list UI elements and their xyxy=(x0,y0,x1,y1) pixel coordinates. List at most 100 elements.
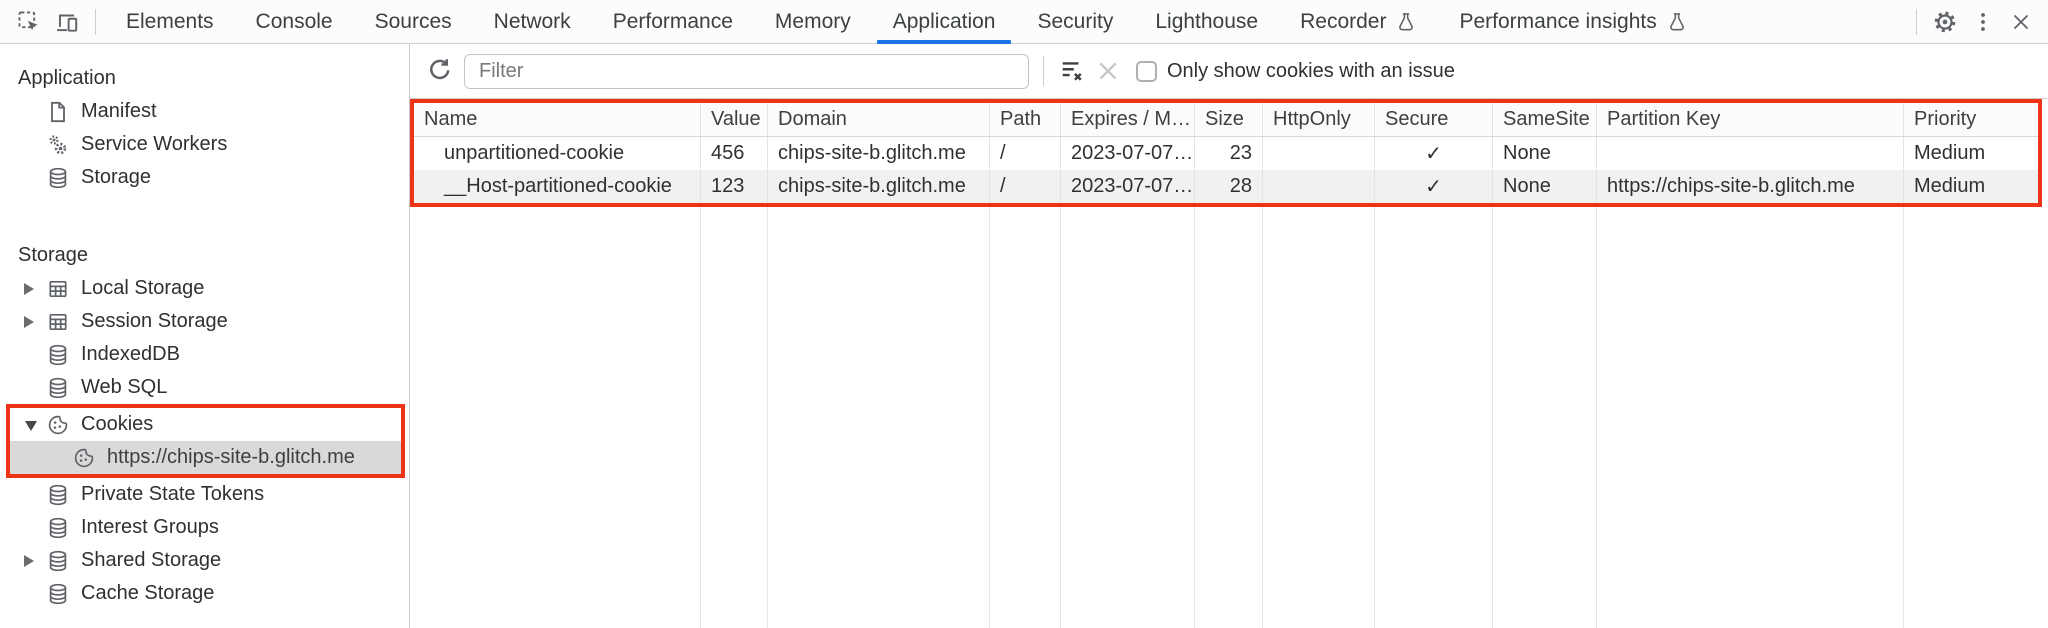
tab-memory[interactable]: Memory xyxy=(774,9,851,33)
database-icon xyxy=(46,582,70,606)
tab-performance[interactable]: Performance xyxy=(612,9,733,33)
cell-samesite: None xyxy=(1493,137,1597,170)
tab-performance-insights[interactable]: Performance insights xyxy=(1438,0,1708,44)
sidebar-item-shared-storage[interactable]: Shared Storage xyxy=(0,544,409,577)
only-issue-label[interactable]: Only show cookies with an issue xyxy=(1167,59,1455,82)
column-header-priority[interactable]: Priority xyxy=(1914,108,1977,130)
delete-icon xyxy=(1094,57,1122,85)
column-header-size[interactable]: Size xyxy=(1195,103,1263,136)
refresh-button[interactable] xyxy=(422,53,458,89)
sidebar-item-session-storage[interactable]: Session Storage xyxy=(0,305,409,338)
column-header-name[interactable]: Name xyxy=(414,103,701,136)
expander-expanded-icon[interactable] xyxy=(25,420,37,431)
close-devtools-button[interactable] xyxy=(2002,3,2040,41)
close-icon xyxy=(2009,10,2033,34)
sidebar-item-local-storage[interactable]: Local Storage xyxy=(0,272,409,305)
gear-icon xyxy=(1931,8,1959,36)
cookies-panel: Only show cookies with an issue Name Val… xyxy=(410,44,2048,628)
device-toolbar-icon xyxy=(54,9,80,35)
kebab-menu-icon xyxy=(1971,10,1995,34)
sidebar-item-service-workers[interactable]: Service Workers xyxy=(0,128,409,161)
cell-domain: chips-site-b.glitch.me xyxy=(768,137,990,170)
sidebar-item-storage[interactable]: Storage xyxy=(0,161,409,194)
tab-console[interactable]: Console xyxy=(255,9,333,33)
table-row[interactable]: unpartitioned-cookie 456 chips-site-b.gl… xyxy=(414,137,2038,170)
inspect-icon xyxy=(16,9,42,35)
tab-recorder[interactable]: Recorder xyxy=(1279,0,1438,44)
cell-expires: 2023-07-07… xyxy=(1061,170,1195,203)
cell-httponly xyxy=(1263,170,1375,203)
expander-collapsed-icon[interactable] xyxy=(24,554,34,567)
devtools-tabbar: Elements Console Sources Network Perform… xyxy=(0,0,2048,44)
sidebar-item-interest-groups[interactable]: Interest Groups xyxy=(0,511,409,544)
sidebar-item-indexeddb[interactable]: IndexedDB xyxy=(0,338,409,371)
column-header-samesite[interactable]: SameSite xyxy=(1493,103,1597,136)
service-workers-icon xyxy=(46,133,70,157)
sidebar-item-web-sql[interactable]: Web SQL xyxy=(0,371,409,404)
cell-expires: 2023-07-07… xyxy=(1061,137,1195,170)
table-icon xyxy=(46,277,70,301)
table-grid-extension xyxy=(414,207,2038,628)
cell-path: / xyxy=(990,170,1061,203)
column-header-value[interactable]: Value xyxy=(701,103,768,136)
sidebar-item-cache-storage[interactable]: Cache Storage xyxy=(0,577,409,610)
cell-secure: ✓ xyxy=(1375,137,1493,170)
column-header-partition-key[interactable]: Partition Key xyxy=(1597,103,1904,136)
database-icon xyxy=(46,483,70,507)
refresh-icon xyxy=(425,56,455,86)
cell-samesite: None xyxy=(1493,170,1597,203)
sidebar-item-manifest[interactable]: Manifest xyxy=(0,95,409,128)
cell-priority: Medium xyxy=(1914,175,1986,197)
tabbar-separator xyxy=(95,8,96,35)
settings-button[interactable] xyxy=(1926,3,1964,41)
cookies-toolbar: Only show cookies with an issue xyxy=(410,44,2048,99)
sidebar-item-private-state-tokens[interactable]: Private State Tokens xyxy=(0,478,409,511)
annotation-box-table: Name Value Domain Path Expires / M… Size… xyxy=(410,99,2042,207)
column-header-domain[interactable]: Domain xyxy=(768,103,990,136)
device-toolbar-button[interactable] xyxy=(48,3,86,41)
column-header-expires[interactable]: Expires / M… xyxy=(1061,103,1195,136)
cookies-table-header: Name Value Domain Path Expires / M… Size… xyxy=(414,103,2038,137)
table-row[interactable]: __Host-partitioned-cookie 123 chips-site… xyxy=(414,170,2038,203)
inspect-element-button[interactable] xyxy=(10,3,48,41)
cell-priority: Medium xyxy=(1914,142,1986,164)
cell-size: 28 xyxy=(1195,170,1263,203)
tab-elements[interactable]: Elements xyxy=(126,9,214,33)
expander-collapsed-icon[interactable] xyxy=(24,315,34,328)
sidebar-item-cookies[interactable]: Cookies xyxy=(10,408,401,441)
filter-input[interactable] xyxy=(464,53,1029,89)
tab-security[interactable]: Security xyxy=(1037,9,1114,33)
tab-network[interactable]: Network xyxy=(493,9,571,33)
cell-size: 23 xyxy=(1195,137,1263,170)
more-options-button[interactable] xyxy=(1964,3,2002,41)
sidebar-spacer xyxy=(0,194,409,239)
sidebar-section-storage: Storage xyxy=(18,244,89,266)
sidebar-item-cookies-origin[interactable]: https://chips-site-b.glitch.me xyxy=(10,441,401,474)
cell-value: 123 xyxy=(701,170,768,203)
database-icon xyxy=(46,343,70,367)
column-header-httponly[interactable]: HttpOnly xyxy=(1263,103,1375,136)
cookies-table-area: Name Value Domain Path Expires / M… Size… xyxy=(410,99,2048,628)
sidebar-section-application: Application xyxy=(18,67,116,89)
flask-icon xyxy=(1395,11,1417,33)
expander-collapsed-icon[interactable] xyxy=(24,282,34,295)
cell-name: __Host-partitioned-cookie xyxy=(414,170,701,203)
cell-partition-key xyxy=(1597,137,1904,170)
toolbar-separator xyxy=(1043,56,1044,86)
tab-sources[interactable]: Sources xyxy=(374,9,452,33)
database-icon xyxy=(46,549,70,573)
tab-lighthouse[interactable]: Lighthouse xyxy=(1155,9,1259,33)
cell-name: unpartitioned-cookie xyxy=(414,137,701,170)
tabbar-separator xyxy=(1916,8,1917,35)
tab-application[interactable]: Application xyxy=(872,0,1017,44)
table-icon xyxy=(46,310,70,334)
devtools-body: Application Manifest xyxy=(0,44,2048,628)
column-header-secure[interactable]: Secure xyxy=(1375,103,1493,136)
only-issue-checkbox[interactable] xyxy=(1136,60,1157,82)
delete-selected-button[interactable] xyxy=(1090,53,1126,89)
column-header-path[interactable]: Path xyxy=(990,103,1061,136)
flask-icon xyxy=(1666,11,1688,33)
cell-httponly xyxy=(1263,137,1375,170)
clear-filter-button[interactable] xyxy=(1054,53,1090,89)
